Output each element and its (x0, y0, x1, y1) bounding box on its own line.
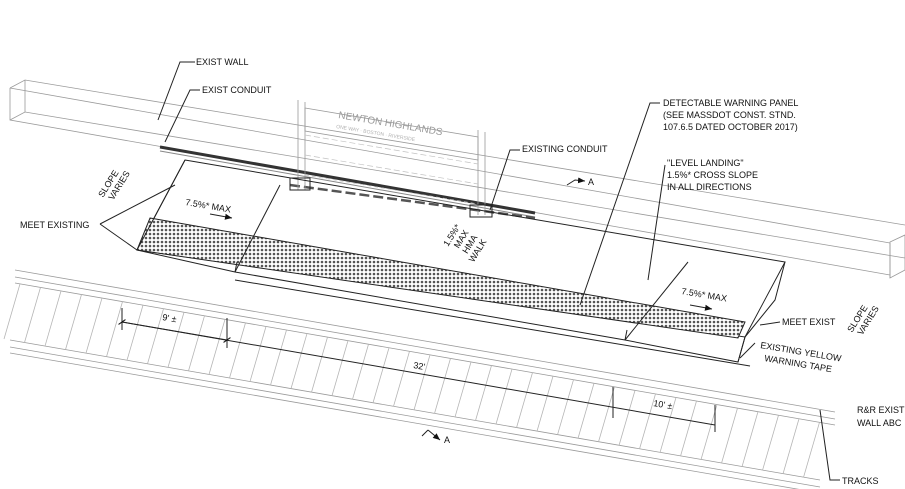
track-tie (372, 347, 390, 403)
label-existing-conduit: EXISTING CONDUIT (522, 144, 608, 154)
svg-text:(SEE MASSDOT CONST. STND.: (SEE MASSDOT CONST. STND. (663, 110, 796, 120)
label-exist-conduit: EXIST CONDUIT (202, 85, 272, 95)
track-tie (516, 372, 533, 428)
track-tie (229, 322, 246, 379)
label-level-landing: "LEVEL LANDING" 1.5%* CROSS SLOPE IN ALL… (667, 158, 758, 192)
label-slope-varies-left: SLOPE VARIES (96, 168, 132, 202)
label-meet-exist: MEET EXIST (782, 317, 836, 327)
dimensions (118, 308, 716, 432)
track-tie (536, 376, 554, 432)
track-tie (782, 418, 800, 474)
track-tie (577, 383, 595, 439)
track-tie (188, 315, 205, 372)
svg-text:DETECTABLE WARNING PANEL: DETECTABLE WARNING PANEL (663, 98, 798, 108)
label-detectable-warning-panel: DETECTABLE WARNING PANEL (SEE MASSDOT CO… (663, 98, 798, 132)
svg-text:IN ALL DIRECTIONS: IN ALL DIRECTIONS (667, 182, 752, 192)
label-existing-yellow-warning-tape: EXISTING YELLOW WARNING TAPE (760, 340, 843, 374)
leaders (99, 61, 840, 481)
track-tie (741, 411, 759, 467)
track-tie (659, 397, 677, 453)
section-marker-top (566, 177, 586, 186)
track-tie (803, 422, 820, 478)
section-marker-bottom-label: A (444, 435, 450, 445)
svg-text:107.6.5 DATED OCTOBER 2017): 107.6.5 DATED OCTOBER 2017) (663, 122, 798, 132)
track-tie (475, 365, 492, 421)
track-tie (249, 326, 267, 382)
section-marker-bottom (421, 429, 440, 440)
track-tie (639, 393, 656, 450)
track-tie (700, 404, 718, 460)
svg-text:"LEVEL LANDING": "LEVEL LANDING" (667, 158, 744, 168)
track-tie (85, 297, 103, 354)
track-tie (393, 351, 410, 407)
tracks (3, 269, 836, 489)
track-tie (680, 400, 697, 457)
label-walk-note: 1.5%* MAX HMA WALK (441, 222, 488, 264)
section-marker-top-label: A (588, 177, 594, 187)
track-tie (311, 337, 328, 393)
track-tie (413, 354, 431, 411)
dimension-overall: 32' (413, 360, 426, 372)
track-tie (147, 308, 164, 364)
track-tie (762, 415, 779, 471)
track-tie (270, 329, 287, 386)
dimension-right-ramp: 10' ± (653, 398, 674, 411)
existing-conduit (159, 145, 536, 220)
svg-text:7.5%* MAX: 7.5%* MAX (185, 197, 232, 214)
track-tie (557, 379, 574, 435)
track-tie (44, 290, 62, 347)
track-tie (290, 333, 308, 389)
track-tie (434, 358, 451, 414)
svg-text:1.5%* CROSS SLOPE: 1.5%* CROSS SLOPE (667, 170, 758, 180)
label-slope-varies-right: SLOPE VARIES (845, 303, 881, 337)
track-tie (106, 301, 123, 357)
track-tie (454, 361, 472, 418)
label-rr-exist-wall: R&R EXIST WALL ABC (857, 405, 905, 428)
label-right-ramp-slope: 7.5%* MAX (681, 286, 728, 311)
dimension-left-ramp: 9' ± (162, 312, 178, 324)
track-tie (3, 283, 21, 340)
label-left-ramp-slope: 7.5%* MAX (185, 197, 233, 220)
track-tie (495, 368, 513, 425)
existing-wall (9, 79, 905, 279)
platform (136, 159, 786, 363)
track-tie (126, 305, 144, 361)
track-tie (618, 390, 636, 446)
detectable-warning-strip (136, 217, 746, 339)
track-tie (598, 386, 615, 443)
label-tracks: TRACKS (842, 476, 879, 486)
svg-text:7.5%* MAX: 7.5%* MAX (681, 286, 728, 303)
track-tie (24, 287, 41, 343)
svg-text:WALL ABC: WALL ABC (857, 418, 902, 428)
label-exist-wall: EXIST WALL (196, 57, 249, 67)
track-tie (331, 340, 349, 396)
track-tie (208, 319, 226, 375)
track-tie (352, 344, 369, 400)
track-tie (721, 408, 738, 464)
svg-text:R&R EXIST: R&R EXIST (857, 405, 905, 415)
label-meet-existing: MEET EXISTING (20, 220, 89, 230)
track-tie (65, 294, 82, 350)
yellow-warning-tape (234, 279, 751, 367)
